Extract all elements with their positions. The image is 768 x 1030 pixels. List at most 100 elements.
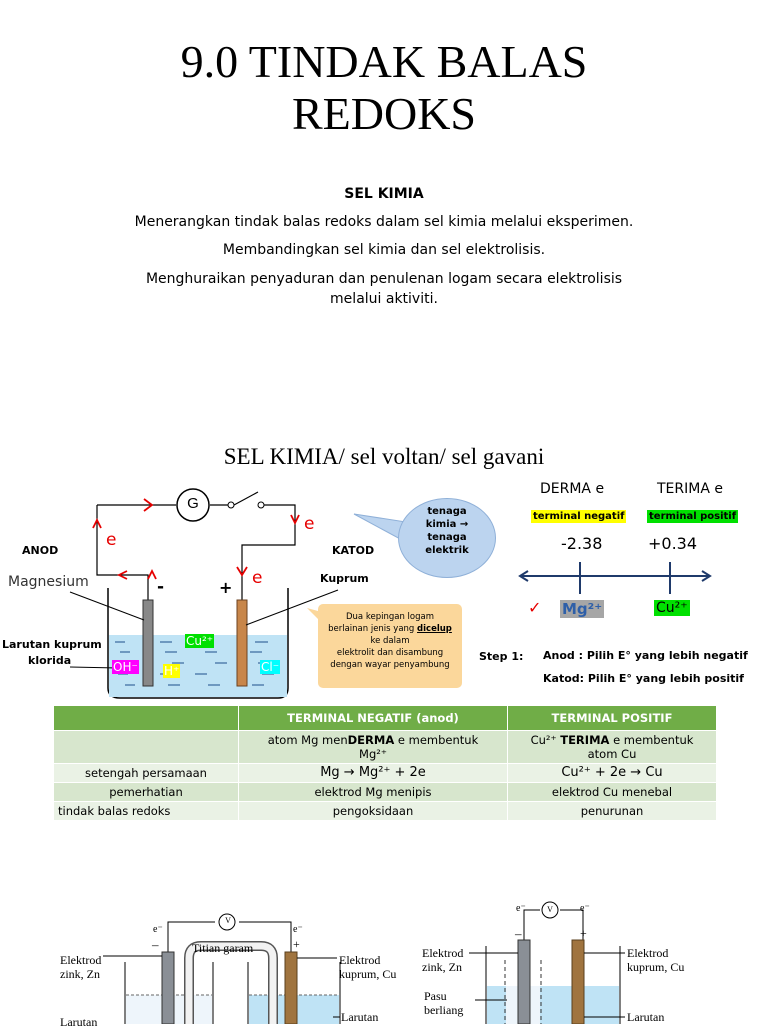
label-line: Elektrod: [60, 953, 102, 967]
anod-rule: Anod : Pilih E° yang lebih negatif: [543, 649, 748, 662]
table-cell: Cu²⁺ + 2e → Cu: [507, 763, 717, 783]
cell-text: e membentuk: [394, 733, 479, 747]
table-cell: Mg → Mg²⁺ + 2e: [238, 763, 508, 783]
page-title: 9.0 TINDAK BALAS REDOKS: [0, 36, 768, 140]
solution-label-mid: Larutan: [341, 1010, 379, 1024]
cell-text-bold: TERIMA: [560, 733, 610, 747]
table-header-3: TERMINAL POSITIF: [507, 705, 717, 731]
copper-electrode-left: [284, 951, 298, 1024]
bubble-text-3: tenaga: [427, 532, 467, 543]
table-header-2: TERMINAL NEGATIF (anod): [238, 705, 508, 731]
bottom-cell-diagrams: [103, 901, 625, 1024]
intro-line-2: Membandingkan sel kimia dan sel elektrol…: [222, 242, 546, 258]
note-text-1: Dua kepingan logam: [346, 612, 434, 622]
e-label-1: e⁻: [153, 924, 163, 935]
table-cell: elektrod Mg menipis: [238, 782, 508, 802]
derma-label: DERMA e: [540, 481, 605, 497]
plus-label-1: +: [293, 937, 300, 951]
label-line: Elektrod: [339, 953, 381, 967]
salt-bridge-label: Titian garam: [192, 941, 254, 955]
galvanometer-label: G: [187, 495, 199, 512]
voltmeter-label-2: V: [547, 905, 553, 914]
anod-label: ANOD: [22, 544, 59, 557]
label-line: kuprum, Cu: [339, 967, 397, 981]
label-line: kuprum, Cu: [627, 960, 685, 974]
terima-label: TERIMA e: [657, 481, 723, 497]
cu-potential: +0.34: [648, 534, 698, 553]
electrode-note: Dua kepingan logam berlainan jenis yang …: [318, 604, 462, 688]
section-title: SEL KIMIA/ sel voltan/ sel gavani: [223, 444, 545, 469]
ion-h: H⁺: [163, 664, 181, 678]
cell-text: Cu²⁺: [530, 733, 561, 747]
table-cell: elektrod Cu menebal: [507, 782, 717, 802]
label-line: Elektrod: [627, 946, 669, 960]
intro-line-1: Menerangkan tindak balas redoks dalam se…: [134, 214, 634, 230]
voltmeter-icon-2: [541, 901, 559, 919]
check-icon: ✓: [528, 598, 542, 617]
table-cell: pemerhatian: [53, 782, 239, 802]
label-line: zink, Zn: [60, 967, 100, 981]
table-header-1: [53, 705, 239, 731]
energy-bubble: tenaga kimia → tenaga elektrik: [398, 498, 496, 578]
zinc-electrode-2: [517, 939, 531, 1024]
katod-rule: Katod: Pilih E° yang lebih positif: [543, 672, 744, 685]
electron-label-2: e: [304, 514, 315, 534]
bubble-text-4: elektrik: [425, 545, 469, 556]
table-row: setengah persamaan Mg → Mg²⁺ + 2e Cu²⁺ +…: [53, 763, 717, 783]
plus-sign: +: [219, 578, 233, 597]
bubble-text-2: kimia →: [425, 519, 469, 530]
cell-text: atom Cu: [587, 747, 637, 761]
label-line: berliang: [424, 1003, 464, 1017]
table-cell: tindak balas redoks: [53, 801, 239, 821]
redox-table: TERMINAL NEGATIF (anod) TERMINAL POSITIF…: [53, 705, 717, 821]
bubble-text-1: tenaga: [427, 506, 467, 517]
mg-potential: -2.38: [561, 534, 603, 553]
ion-cl: Cl⁻: [260, 660, 281, 674]
table-header-row: TERMINAL NEGATIF (anod) TERMINAL POSITIF: [53, 705, 717, 731]
table-cell: pengoksidaan: [238, 801, 508, 821]
magnesium-label: Magnesium: [8, 574, 89, 590]
solution-label-2: klorida: [28, 654, 72, 667]
e-label-4: e⁻: [580, 903, 590, 914]
note-text-2a: berlainan jenis yang: [328, 624, 418, 634]
cell-text: e membentuk: [609, 733, 694, 747]
electron-label-3: e: [252, 568, 263, 588]
copper-electrode-2: [571, 939, 585, 1024]
e-label-3: e⁻: [516, 903, 526, 914]
solution-label-right: Larutan: [627, 1010, 665, 1024]
label-line: Pasu: [424, 989, 447, 1003]
cell-text-bold: DERMA: [347, 733, 395, 747]
cu-ion: Cu²⁺: [654, 600, 690, 616]
note-text-5: dengan wayar penyambung: [330, 660, 450, 670]
electron-label-1: e: [106, 530, 117, 550]
ion-oh: OH⁻: [112, 660, 139, 674]
note-text-3: ke dalam: [370, 636, 410, 646]
negative-terminal-tag: terminal negatif: [531, 510, 627, 523]
note-text-2b: dicelup: [417, 624, 452, 634]
intro-line-3b: melalui aktiviti.: [330, 291, 438, 307]
title-line-1: 9.0 TINDAK BALAS: [180, 36, 588, 87]
voltmeter-label-1: V: [225, 916, 231, 925]
step-label: Step 1:: [479, 650, 524, 663]
note-text-2: berlainan jenis yang dicelup: [318, 623, 462, 635]
intro-line-3a: Menghuraikan penyaduran dan penulenan lo…: [145, 271, 623, 287]
table-cell: [53, 730, 239, 764]
label-line: zink, Zn: [422, 960, 462, 974]
minus-label-2: –: [515, 926, 522, 941]
table-cell: setengah persamaan: [53, 763, 239, 783]
zinc-electrode: [161, 951, 175, 1024]
e-label-2: e⁻: [293, 924, 303, 935]
label-line: Elektrod: [422, 946, 464, 960]
title-line-2: REDOKS: [291, 88, 477, 139]
positive-terminal-tag: terminal positif: [647, 510, 739, 523]
cell-text: atom Mg men: [267, 733, 348, 747]
cell-text: Mg²⁺: [359, 747, 387, 761]
ion-cu: Cu²⁺: [185, 634, 215, 648]
